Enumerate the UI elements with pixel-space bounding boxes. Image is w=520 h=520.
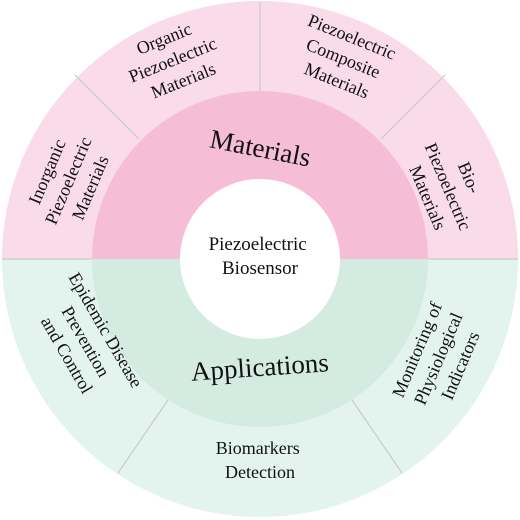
center-title: Piezoelectric Biosensor: [209, 234, 312, 279]
materials-inner-ring: [92, 91, 428, 259]
center-disc: [180, 179, 340, 339]
segment-line: Biomarkers: [216, 438, 300, 458]
divider-inorganic-organic: [74, 74, 140, 140]
divider-biomarkers-monitoring: [351, 399, 403, 474]
center-title-line-2: Biosensor: [222, 258, 299, 279]
segment-biomarkers-detection: Biomarkers Detection: [216, 438, 304, 482]
applications-inner-ring: [92, 259, 428, 427]
center-title-line-1: Piezoelectric: [209, 234, 307, 255]
segment-line: Detection: [225, 462, 295, 482]
divider-composite-bio: [380, 74, 446, 140]
divider-epidemic-biomarkers: [117, 399, 169, 474]
outer-ring-dividers: [2, 2, 518, 474]
